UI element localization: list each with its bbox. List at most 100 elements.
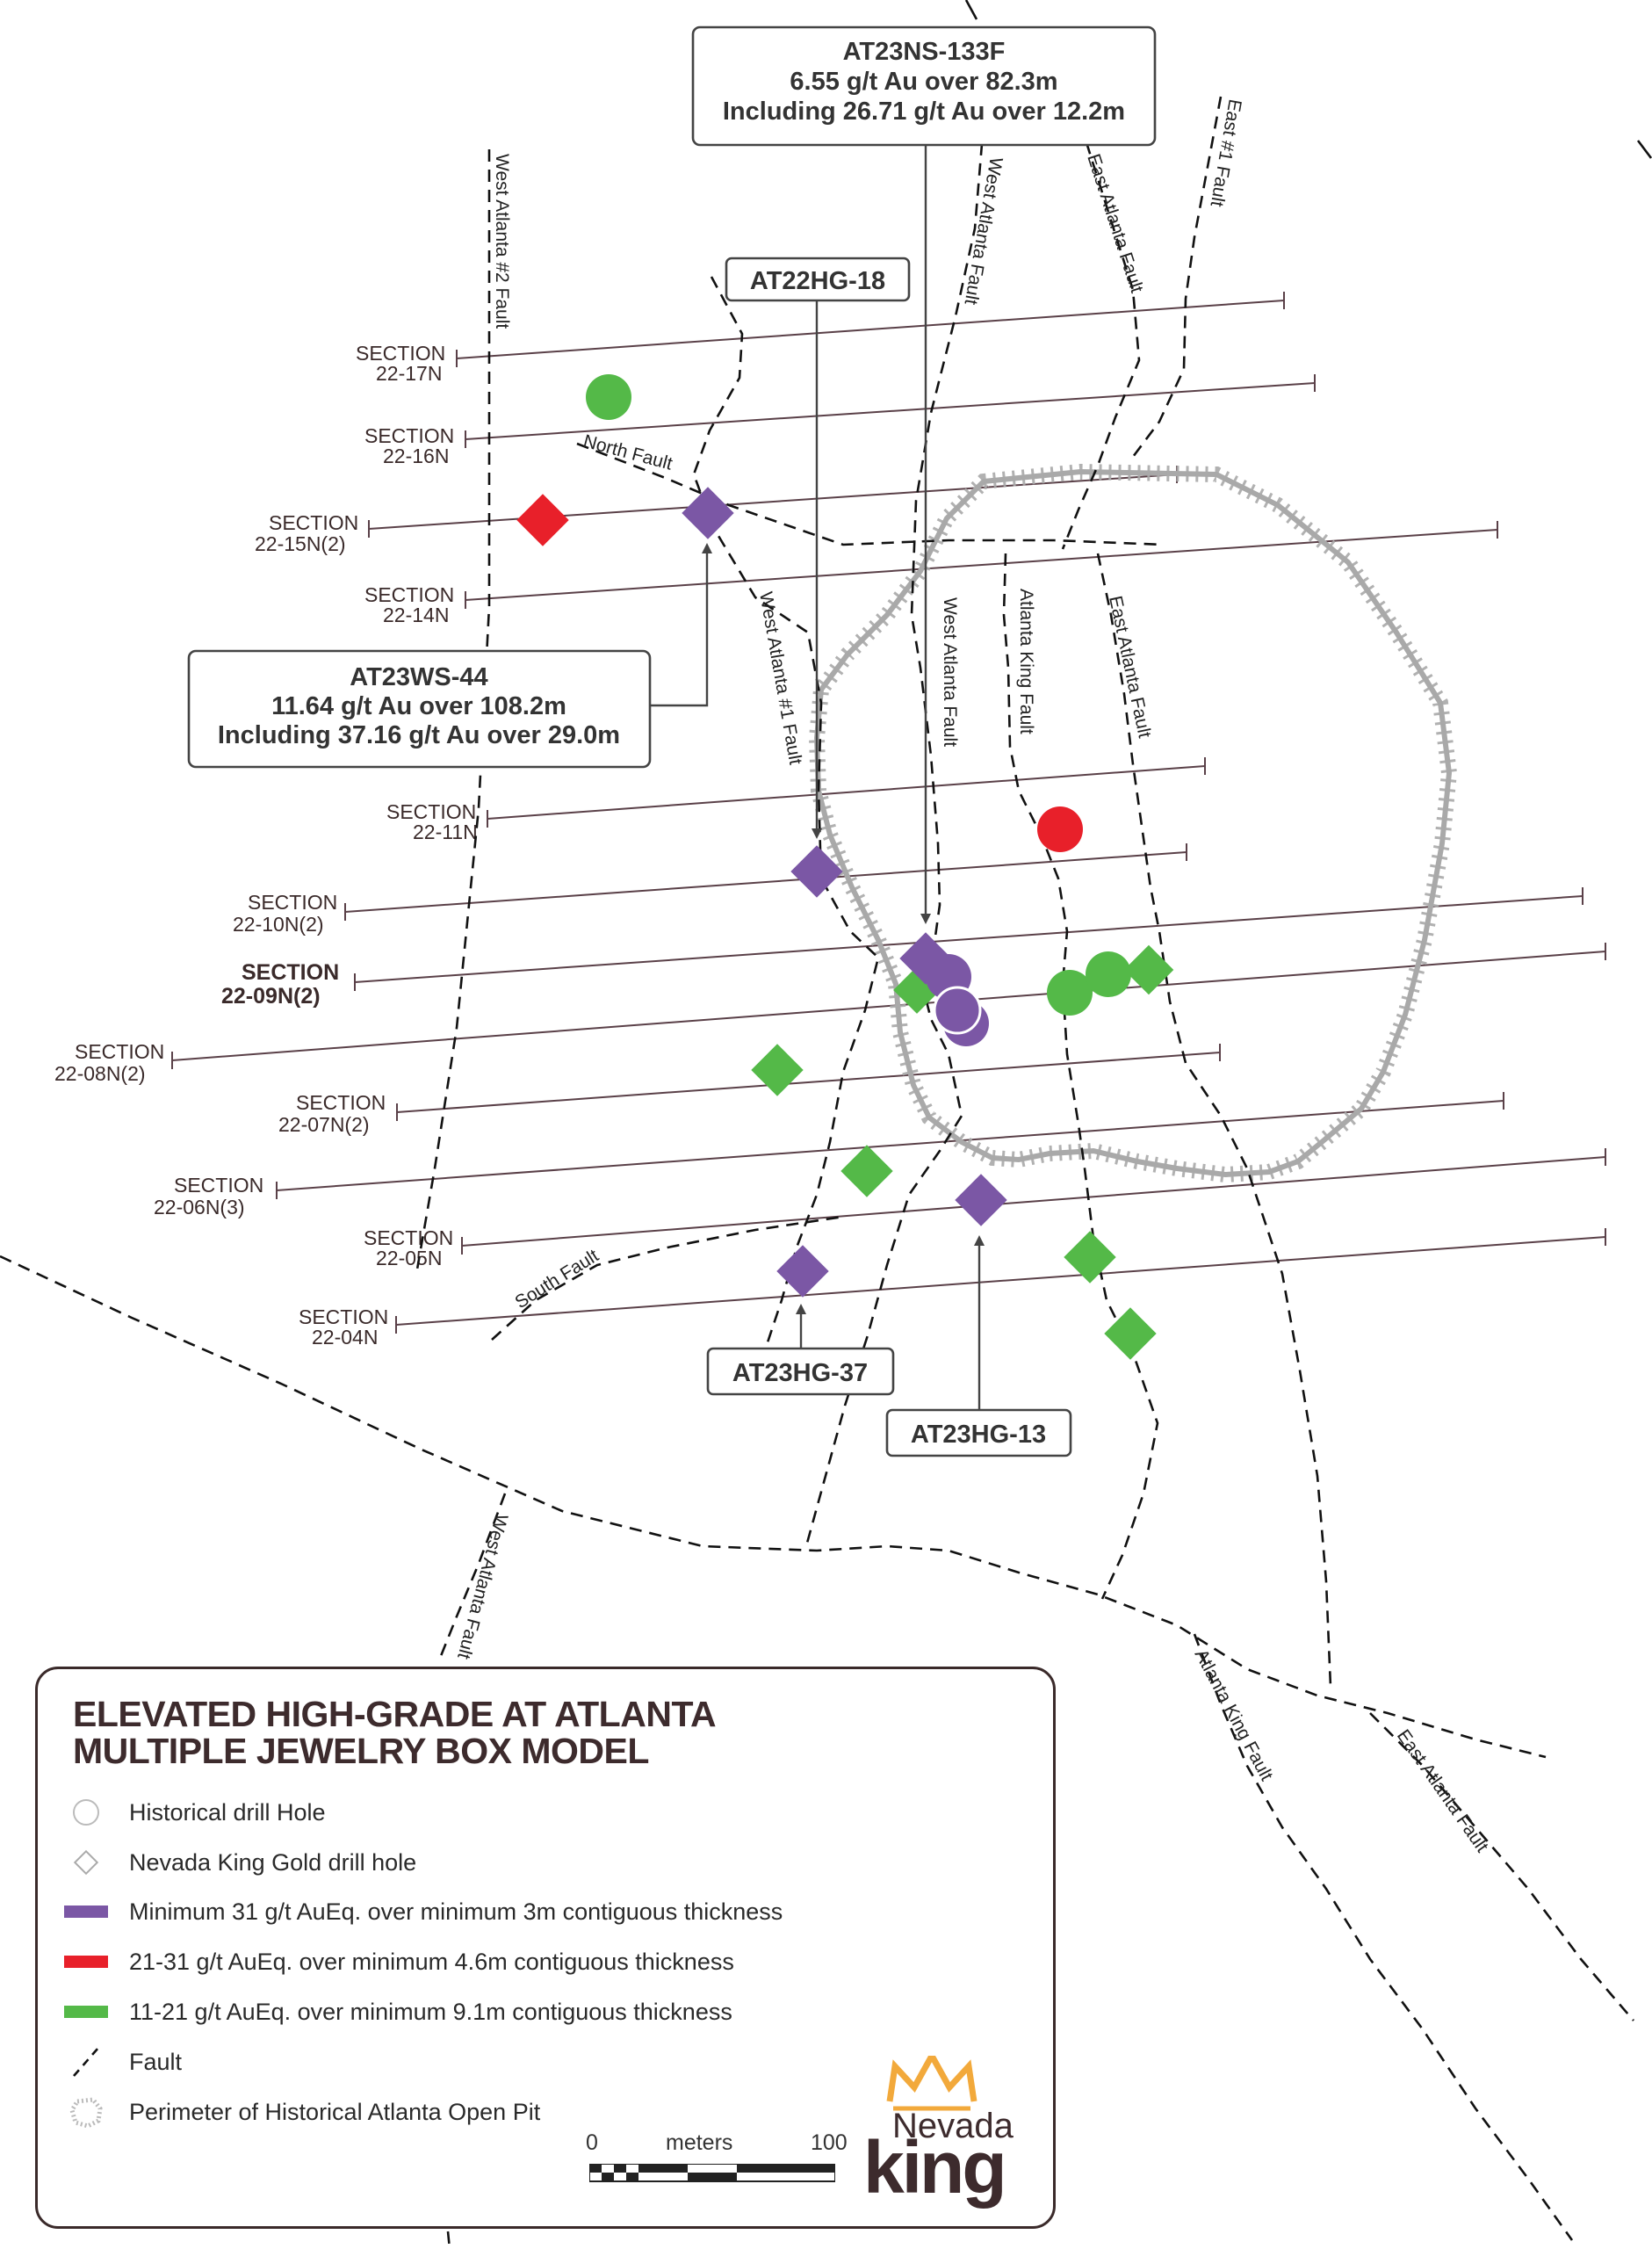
nevada-king-hole-green-d xyxy=(840,1145,893,1197)
callout-at23ns-line3: Including 26.71 g/t Au over 12.2m xyxy=(723,98,1125,126)
label-east-atlanta-fault-top: East Atlanta Fault xyxy=(1083,151,1147,295)
section-11n-label-1: SECTION xyxy=(386,800,476,823)
callout-at23hg13: AT23HG-13 xyxy=(885,1408,1072,1457)
fault-north xyxy=(576,442,1165,546)
section-06n-label-2: 22-06N(3) xyxy=(154,1196,245,1219)
diamond-outline-icon xyxy=(64,1845,108,1880)
nevada-king-hole-green-b xyxy=(1123,944,1174,995)
drill-holes xyxy=(516,374,1174,1360)
nevada-king-logo: Nevada king xyxy=(863,2049,1039,2214)
legend-item-red: 21-31 g/t AuEq. over minimum 4.6m contig… xyxy=(64,1944,734,1979)
legend-label: 21-31 g/t AuEq. over minimum 4.6m contig… xyxy=(129,1948,734,1975)
label-atlanta-king-fault-bottom: Atlanta King Fault xyxy=(1191,1646,1277,1784)
scale-end: 100 xyxy=(811,2130,848,2155)
historical-hole-red xyxy=(1037,806,1083,852)
legend-title-line-2: MULTIPLE JEWELRY BOX MODEL xyxy=(73,1731,649,1771)
section-17n-label-2: 22-17N xyxy=(376,362,442,385)
nevada-king-hole-purple-hg37 xyxy=(776,1245,829,1298)
callout-at23ns: AT23NS-133F 6.55 g/t Au over 82.3m Inclu… xyxy=(691,25,1157,147)
section-14n-label-1: SECTION xyxy=(364,583,454,606)
green-bar-icon xyxy=(64,1994,108,2029)
fault-regional xyxy=(0,1255,1547,1759)
dashed-line-icon xyxy=(64,2044,108,2079)
legend-item-pit: Perimeter of Historical Atlanta Open Pit xyxy=(64,2094,540,2130)
fault-atlanta-king xyxy=(1002,553,1159,1600)
section-line-07n xyxy=(396,1052,1221,1113)
legend-item-fault: Fault xyxy=(64,2044,182,2079)
section-line-10n xyxy=(344,851,1187,913)
nevada-king-hole-green-f xyxy=(1104,1307,1157,1360)
legend-label: Historical drill Hole xyxy=(129,1798,326,1826)
section-line-14n xyxy=(465,529,1498,601)
section-line-05n xyxy=(461,1156,1606,1247)
callout-at23ws-line2: 11.64 g/t Au over 108.2m xyxy=(271,692,566,720)
historical-hole-green-b xyxy=(1047,970,1093,1016)
section-04n-label-1: SECTION xyxy=(299,1305,388,1328)
section-labels: SECTION 22-17N SECTION 22-16N SECTION 22… xyxy=(54,342,478,1349)
logo-king: king xyxy=(863,2126,1007,2209)
fault-labels: West Atlanta #2 Fault North Fault West A… xyxy=(453,98,1492,1856)
section-line-16n xyxy=(465,382,1316,440)
historical-hole-purple-c xyxy=(933,986,982,1035)
callout-at23ws-title: AT23WS-44 xyxy=(350,663,487,691)
callout-at23ns-title: AT23NS-133F xyxy=(843,38,1006,66)
purple-bar-icon xyxy=(64,1894,108,1929)
callout-at23hg37-title: AT23HG-37 xyxy=(732,1359,868,1387)
fault-east-atlanta-bottom xyxy=(1369,1712,1634,2021)
label-west-atlanta-1-fault: West Atlanta #1 Fault xyxy=(755,590,805,766)
legend-label: Nevada King Gold drill hole xyxy=(129,1848,417,1876)
legend-item-historical-hole: Historical drill Hole xyxy=(64,1795,326,1830)
section-10n-label-1: SECTION xyxy=(248,891,337,914)
legend-label: Perimeter of Historical Atlanta Open Pit xyxy=(129,2098,541,2125)
fault-bottom-line xyxy=(446,2231,451,2249)
fault-south xyxy=(491,1215,844,1341)
fault-east-1 xyxy=(1131,96,1223,458)
scale-bar: 0 meters 100 xyxy=(582,2130,848,2192)
open-pit-perimeter xyxy=(808,463,1458,1183)
legend-label: Minimum 31 g/t AuEq. over minimum 3m con… xyxy=(129,1898,783,1925)
callout-at23ns-line2: 6.55 g/t Au over 82.3m xyxy=(790,68,1057,96)
callout-at22hg-title: AT22HG-18 xyxy=(750,267,885,295)
legend-item-nevada-king-hole: Nevada King Gold drill hole xyxy=(64,1845,416,1880)
label-west-atlanta-fault-bottom: West Atlanta Fault xyxy=(453,1512,511,1661)
historical-hole-green xyxy=(586,374,631,420)
red-bar-icon xyxy=(64,1944,108,1979)
circle-outline-icon xyxy=(64,1795,108,1830)
section-line-08n xyxy=(171,951,1606,1061)
logo-nevada: Nevada xyxy=(892,2107,1014,2145)
callout-at23ws: AT23WS-44 11.64 g/t Au over 108.2m Inclu… xyxy=(187,649,652,769)
legend-item-green: 11-21 g/t AuEq. over minimum 9.1m contig… xyxy=(64,1994,732,2029)
nevada-king-hole-red xyxy=(516,494,569,546)
fault-west-atlanta-bottom xyxy=(437,1493,507,1661)
callout-at23ws-line3: Including 37.16 g/t Au over 29.0m xyxy=(218,721,620,749)
legend-panel: ELEVATED HIGH-GRADE AT ATLANTA MULTIPLE … xyxy=(35,1667,1056,2229)
label-west-atlanta-fault-top: West Atlanta Fault xyxy=(961,155,1006,307)
label-east-atlanta-fault-mid: East Atlanta Fault xyxy=(1105,594,1155,740)
section-08n-label-1: SECTION xyxy=(75,1040,164,1063)
section-09n-label-2: 22-09N(2) xyxy=(221,984,321,1009)
label-west-atlanta-fault-mid: West Atlanta Fault xyxy=(940,597,960,747)
scale-unit: meters xyxy=(666,2130,733,2155)
fault-west-atlanta-1 xyxy=(692,276,880,1354)
fault-atlanta-king-bottom xyxy=(1193,1633,1574,2241)
callout-at23hg37: AT23HG-37 xyxy=(706,1347,895,1396)
fault-east-atlanta-top xyxy=(1061,122,1141,550)
section-07n-label-2: 22-07N(2) xyxy=(278,1113,370,1136)
callout-at23hg13-title: AT23HG-13 xyxy=(911,1421,1046,1449)
nevada-king-hole-purple-ws44 xyxy=(682,487,734,539)
section-07n-label-1: SECTION xyxy=(296,1091,386,1114)
scale-start: 0 xyxy=(586,2130,598,2155)
label-east-1-fault: East #1 Fault xyxy=(1207,98,1245,208)
nevada-king-hole-purple-hg18 xyxy=(790,845,843,898)
nevada-king-hole-purple-ns133 xyxy=(899,932,952,985)
pit-outline-icon xyxy=(64,2094,108,2130)
label-west-atlanta-2-fault: West Atlanta #2 Fault xyxy=(492,154,512,329)
section-line-09n xyxy=(354,895,1583,983)
legend-label: Fault xyxy=(129,2048,183,2075)
section-line-06n xyxy=(276,1100,1504,1191)
section-16n-label-1: SECTION xyxy=(364,424,454,447)
section-line-17n xyxy=(456,300,1285,359)
legend-item-purple: Minimum 31 g/t AuEq. over minimum 3m con… xyxy=(64,1894,783,1929)
section-06n-label-1: SECTION xyxy=(174,1174,263,1197)
